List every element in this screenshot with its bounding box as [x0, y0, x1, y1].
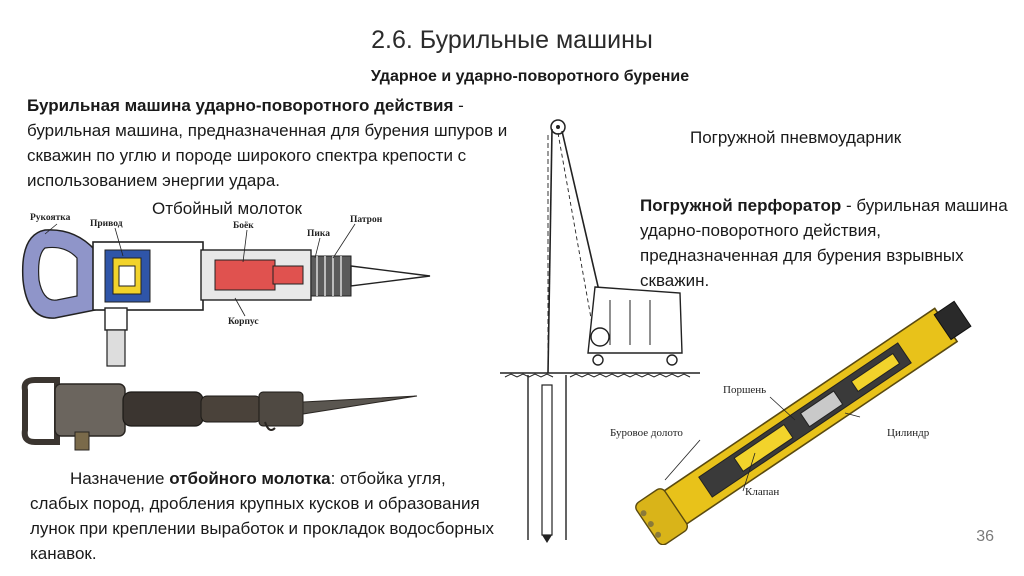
- page-number: 36: [976, 528, 994, 545]
- definition-rotary-text: бурильная машина, предназначенная для бу…: [27, 121, 508, 190]
- downhole-hammer-label: Погружной пневмоударник: [690, 128, 902, 147]
- hammer-part-cylinder: Цилиндр: [887, 427, 930, 439]
- purpose-text: Назначение отбойного молотка: отбойка уг…: [30, 466, 500, 566]
- pick-shape: [350, 265, 431, 287]
- photo-chuck: [258, 391, 304, 427]
- photo-barrel: [122, 391, 204, 427]
- hammer-piston: [733, 423, 794, 473]
- slide-subtitle: Ударное и ударно-поворотного бурение: [370, 68, 690, 85]
- definition-rotary: Бурильная машина ударно-поворотного дейс…: [27, 93, 517, 193]
- air-inlet: [104, 307, 128, 331]
- rig-wheel-front: [592, 354, 604, 366]
- rig-brace: [561, 130, 601, 296]
- definition-downhole-dash: -: [841, 196, 857, 215]
- part-body: Корпус: [228, 317, 259, 327]
- jackhammer-diagram: Рукоятка Привод Боёк Патрон Пика Корпус: [21, 213, 431, 367]
- rig-wheel-rear: [666, 354, 678, 366]
- definition-rotary-dash: -: [453, 96, 464, 115]
- photo-sleeve: [200, 395, 262, 423]
- part-striker: Боёк: [233, 221, 254, 231]
- downhole-tool: [541, 384, 553, 536]
- striker-rod: [272, 265, 304, 285]
- hammer-part-bit: Буровое долото: [610, 427, 683, 439]
- definition-rotary-term: Бурильная машина ударно-поворотного дейс…: [27, 96, 454, 115]
- slide-title: 2.6. Бурильные машины: [371, 26, 653, 54]
- handle-grip-hole: [38, 246, 78, 301]
- purpose-prefix: Назначение: [70, 469, 170, 488]
- drive-core: [118, 265, 136, 287]
- rig-mast: [547, 128, 553, 374]
- purpose-body: : отбойка угля, слабых пород, дробления …: [30, 469, 494, 563]
- photo-air-inlet: [74, 431, 90, 451]
- striker-shape: [214, 259, 276, 291]
- downhole-hammer-diagram: Поршень Цилиндр Буровое долото Клапан: [610, 300, 972, 545]
- rig-winch: [590, 327, 610, 347]
- rig-cable: [557, 132, 595, 336]
- hammer-part-valve: Клапан: [745, 486, 779, 498]
- purpose-term: отбойного молотка: [169, 469, 331, 488]
- ground-line: [500, 373, 700, 381]
- photo-body: [54, 383, 126, 437]
- photo-pick: [302, 395, 418, 415]
- hammer-part-piston: Поршень: [723, 384, 766, 396]
- air-hose-fitting: [106, 329, 126, 367]
- part-chuck: Патрон: [350, 215, 383, 225]
- hammer-drill-bit: [635, 488, 689, 545]
- photo-handle: [21, 377, 60, 445]
- definition-downhole: Погружной перфоратор - бурильная машина …: [640, 193, 1010, 293]
- hammer-top-sub: [933, 300, 972, 341]
- drilling-rig-diagram: [500, 119, 700, 543]
- definition-downhole-text: бурильная машина ударно-поворотного дейс…: [640, 196, 1008, 290]
- hammer-valve: [799, 390, 844, 428]
- part-pick: Пика: [307, 229, 330, 239]
- jackhammer-label: Отбойный молоток: [152, 199, 302, 218]
- jackhammer-photo: [21, 377, 418, 451]
- definition-downhole-term: Погружной перфоратор: [640, 196, 842, 215]
- rig-carriage: [587, 286, 683, 354]
- part-handle: Рукоятка: [30, 213, 71, 223]
- part-drive: Привод: [90, 219, 123, 229]
